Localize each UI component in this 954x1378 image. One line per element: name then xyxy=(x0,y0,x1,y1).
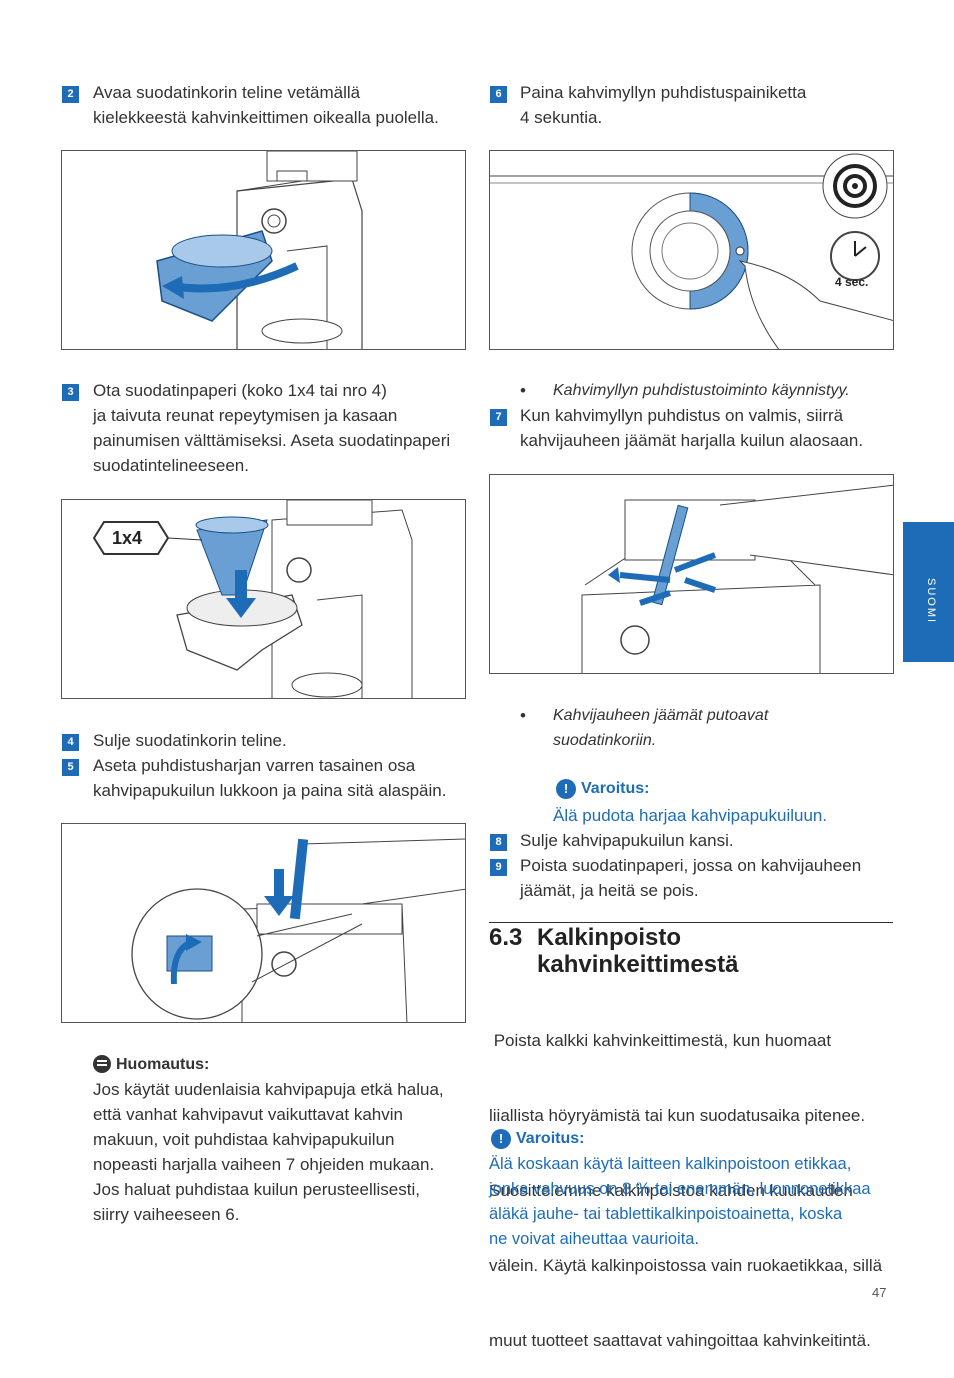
step-number: 2 xyxy=(62,86,79,103)
figure-press-cleaning-button: 4 sec. xyxy=(489,150,894,350)
note-title: Huomautus: xyxy=(116,1056,210,1073)
section-title-line-1: Kalkinpoisto xyxy=(537,924,682,951)
page-number: 47 xyxy=(872,1285,887,1300)
step-2-line-2: kielekkeestä kahvinkeittimen oikealla pu… xyxy=(93,108,439,127)
warning-1-title: Varoitus: xyxy=(581,780,650,797)
body-line-4: välein. Käytä kalkinpoistossa vain ruoka… xyxy=(489,1256,883,1275)
warning-1-text: Älä pudota harjaa kahvipapukuiluun. xyxy=(553,806,828,825)
side-tab-label: SUOMI xyxy=(925,578,937,625)
figure-insert-filter-paper: 1x4 xyxy=(61,499,466,699)
step-number: 5 xyxy=(62,759,79,776)
note-icon xyxy=(93,1055,111,1073)
step-3-line-2: ja taivuta reunat repeytymisen ja kasaan xyxy=(93,406,398,425)
step-7-line-1: Kun kahvimyllyn puhdistus on valmis, sii… xyxy=(520,406,844,425)
bullet-2-text: Kahvijauheen jäämät putoavat suodatinkor… xyxy=(553,703,768,753)
body-line-1: Poista kalkki kahvinkeittimestä, kun huo… xyxy=(489,1031,832,1050)
note-line-2: että vanhat kahvipavut vaikuttavat kahvi… xyxy=(93,1105,403,1124)
warning-2-line-4: ne voivat aiheuttaa vaurioita. xyxy=(489,1230,700,1248)
language-side-tab: SUOMI xyxy=(903,522,954,662)
section-heading: 6.3 Kalkinpoisto kahvinkeittimestä xyxy=(489,924,738,978)
step-9-line-2: jäämät, ja heitä se pois. xyxy=(520,881,699,900)
step-number: 8 xyxy=(490,834,507,851)
step-6-line-1: Paina kahvimyllyn puhdistuspainiketta xyxy=(520,83,807,102)
note-line-3: makuun, voit puhdistaa kahvipapukuilun xyxy=(93,1130,395,1149)
warning-icon: ! xyxy=(556,779,576,799)
warning-2-line-2: jonka vahvuus on 8 % tai enemmän, luonno… xyxy=(489,1180,871,1198)
step-number: 3 xyxy=(62,384,79,401)
step-2-text: Avaa suodatinkorin teline vetämällä kiel… xyxy=(93,80,439,130)
note-line-5: Jos haluat puhdistaa kuilun perusteellis… xyxy=(93,1180,420,1199)
step-6-text: Paina kahvimyllyn puhdistuspainiketta 4 … xyxy=(520,80,806,130)
step-9-text: Poista suodatinpaperi, jossa on kahvijau… xyxy=(520,853,861,903)
timer-label: 4 sec. xyxy=(835,275,869,289)
step-5-text: Aseta puhdistusharjan varren tasainen os… xyxy=(93,753,446,803)
step-7-line-2: kahvijauheen jäämät harjalla kuilun alao… xyxy=(520,431,864,450)
body-line-2: liiallista höyryämistä tai kun suodatusa… xyxy=(489,1106,866,1125)
step-3-line-1: Ota suodatinpaperi (koko 1x4 tai nro 4) xyxy=(93,381,387,400)
step-5-line-1: Aseta puhdistusharjan varren tasainen os… xyxy=(93,756,416,775)
step-6-line-2: 4 sekuntia. xyxy=(520,108,603,127)
section-rule xyxy=(489,922,893,923)
figure-brush-residue xyxy=(489,474,894,674)
step-3-line-4: suodatintelineeseen. xyxy=(93,456,249,475)
step-4-text: Sulje suodatinkorin teline. xyxy=(93,731,287,750)
step-number: 6 xyxy=(490,86,507,103)
warning-icon: ! xyxy=(491,1129,511,1149)
step-7-text: Kun kahvimyllyn puhdistus on valmis, sii… xyxy=(520,403,863,453)
step-3-line-3: painumisen välttämiseksi. Aseta suodatin… xyxy=(93,431,451,450)
note-line-6: siirry vaiheeseen 6. xyxy=(93,1205,240,1224)
warning-2-title: Varoitus: xyxy=(516,1130,585,1147)
warning-2-text: Älä koskaan käytä laitteen kalkinpoistoo… xyxy=(489,1152,871,1252)
step-5-line-2: kahvipapukuilun lukkoon ja paina sitä al… xyxy=(93,781,447,800)
note-text: Jos käytät uudenlaisia kahvipapuja etkä … xyxy=(93,1077,444,1227)
filter-size-label: 1x4 xyxy=(112,528,143,548)
step-number: 4 xyxy=(62,734,79,751)
warning-2-line-3: äläkä jauhe- tai tablettikalkinpoistoain… xyxy=(489,1205,843,1223)
bullet-2-line-2: suodatinkoriin. xyxy=(553,732,657,749)
step-3-text: Ota suodatinpaperi (koko 1x4 tai nro 4) … xyxy=(93,378,450,478)
step-number: 9 xyxy=(490,859,507,876)
step-8-text: Sulje kahvipapukuilun kansi. xyxy=(520,831,734,850)
note-line-1: Jos käytät uudenlaisia kahvipapuja etkä … xyxy=(93,1080,444,1099)
body-line-5: muut tuotteet saattavat vahingoittaa kah… xyxy=(489,1331,871,1350)
bullet-2-line-1: Kahvijauheen jäämät putoavat xyxy=(553,707,769,724)
section-body: Poista kalkki kahvinkeittimestä, kun huo… xyxy=(489,978,882,1378)
step-2-line-1: Avaa suodatinkorin teline vetämällä xyxy=(93,83,361,102)
step-number: 7 xyxy=(490,409,507,426)
bullet-marker: • xyxy=(520,706,526,725)
body-line-3: Suosittelemme kalkinpoistoa kahden kuuka… xyxy=(489,1181,853,1200)
note-line-4: nopeasti harjalla vaiheen 7 ohjeiden muk… xyxy=(93,1155,435,1174)
bullet-marker: • xyxy=(520,381,526,400)
warning-2-line-1: Älä koskaan käytä laitteen kalkinpoistoo… xyxy=(489,1155,852,1173)
figure-brush-in-chute xyxy=(61,823,466,1023)
section-title-line-2: kahvinkeittimestä xyxy=(537,951,739,978)
section-number: 6.3 xyxy=(489,924,523,951)
step-9-line-1: Poista suodatinpaperi, jossa on kahvijau… xyxy=(520,856,862,875)
figure-open-filter-holder xyxy=(61,150,466,350)
bullet-1-text: Kahvimyllyn puhdistustoiminto käynnistyy… xyxy=(553,382,850,399)
